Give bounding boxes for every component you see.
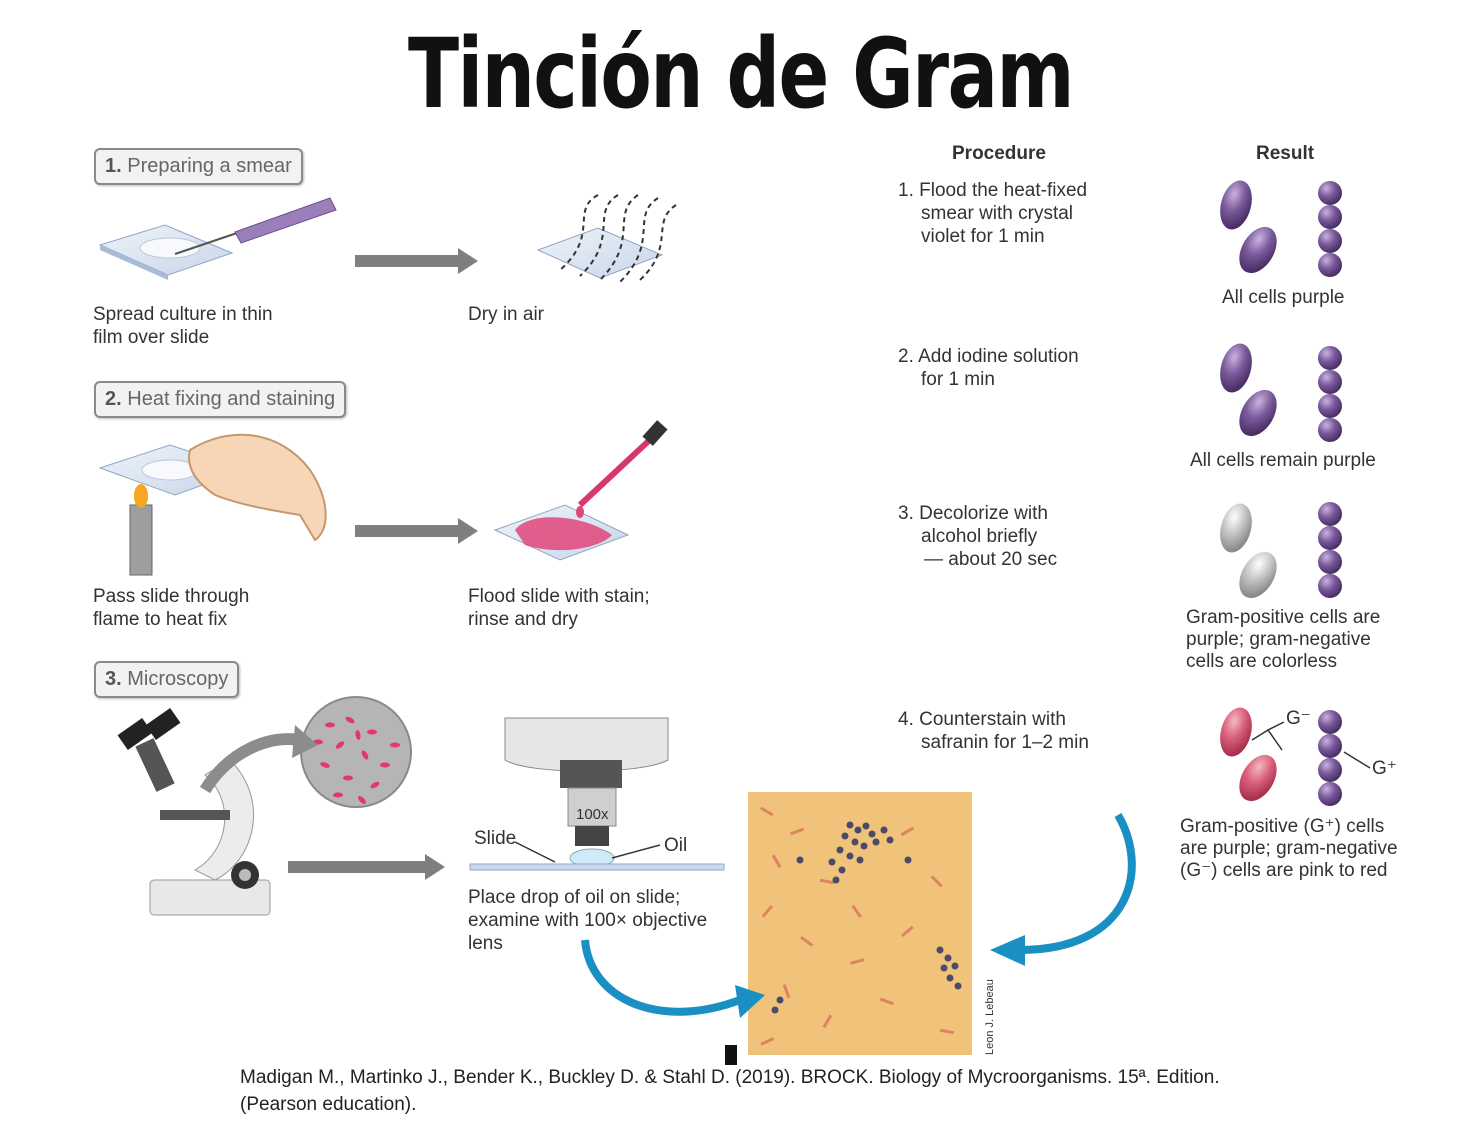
caption-flood: Flood slide with stain;rinse and dry: [468, 586, 650, 630]
result-cells-4: [1220, 707, 1371, 806]
reference-citation: Madigan M., Martinko J., Bender K., Buck…: [240, 1067, 1220, 1115]
small-black-mark: [725, 1045, 737, 1065]
step-arrow-1: [355, 248, 478, 274]
caption-dry: Dry in air: [468, 304, 545, 325]
magnified-view: [300, 696, 412, 808]
heat-fix-illustration: [98, 433, 327, 576]
flood-slide-illustration: [493, 420, 668, 561]
magnify-arrow: [199, 733, 301, 794]
procedure-1: 1. Flood the heat-fixed smear with cryst…: [898, 180, 1088, 247]
result-header: Result: [1256, 143, 1315, 164]
step-arrow-3: [288, 854, 445, 880]
photo-credit: Leon J. Lebeau: [984, 979, 996, 1055]
caption-oil: Place drop of oil on slide;examine with …: [468, 887, 708, 954]
label-oil: Oil: [664, 835, 688, 856]
procedure-header: Procedure: [952, 143, 1046, 164]
result-1: All cells purple: [1222, 287, 1345, 308]
label-objective: 100x: [576, 806, 609, 823]
result-cells-3: [1220, 502, 1342, 599]
step-box-preparing-smear: 1. Preparing a smear: [94, 148, 303, 185]
procedure-3: 3. Decolorize with alcohol briefly — abo…: [898, 503, 1058, 570]
result-cells-1: [1220, 180, 1342, 277]
procedure-4: 4. Counterstain with safranin for 1–2 mi…: [898, 709, 1089, 753]
smear-slide-illustration: [98, 197, 337, 280]
step-arrow-2: [355, 518, 478, 544]
procedure-2: 2. Add iodine solution for 1 min: [898, 346, 1079, 390]
step-box-heat-fixing: 2. Heat fixing and staining: [94, 381, 347, 418]
result-2: All cells remain purple: [1190, 450, 1376, 471]
result-cells-2: [1220, 343, 1342, 442]
micrograph-photo: [748, 792, 972, 1055]
blue-arrow-left: [581, 939, 742, 1016]
label-gram-positive: G⁺: [1372, 758, 1397, 779]
step-box-microscopy: 3. Microscopy: [94, 661, 240, 698]
blue-arrow-right: [1019, 812, 1136, 954]
microscope-illustration: [117, 708, 271, 916]
objective-lens-illustration: [469, 717, 725, 871]
dry-slide-illustration: [536, 194, 677, 283]
label-gram-negative: G⁻: [1286, 708, 1311, 729]
label-slide: Slide: [474, 828, 517, 849]
page-title: Tinción de Gram: [408, 18, 1074, 130]
